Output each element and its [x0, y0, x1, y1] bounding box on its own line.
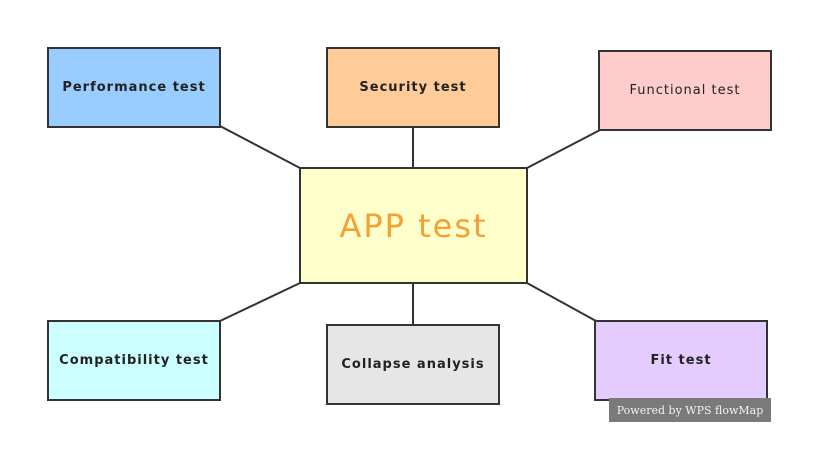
- node-collapse-analysis[interactable]: Collapse analysis: [326, 324, 500, 405]
- node-functional-test[interactable]: Functional test: [598, 50, 772, 131]
- node-app-test-label: APP test: [339, 206, 488, 245]
- powered-by-watermark: Powered by WPS flowMap: [609, 398, 771, 422]
- link-performance: [219, 125, 301, 169]
- node-security-test-label: Security test: [359, 80, 467, 95]
- watermark-text: Powered by WPS flowMap: [616, 403, 764, 417]
- node-fit-test-label: Fit test: [650, 353, 712, 368]
- node-functional-test-label: Functional test: [629, 83, 741, 98]
- node-fit-test[interactable]: Fit test: [594, 320, 768, 401]
- node-compatibility-test[interactable]: Compatibility test: [47, 320, 221, 401]
- node-compatibility-test-label: Compatibility test: [59, 353, 209, 368]
- node-app-test[interactable]: APP test: [299, 167, 528, 284]
- link-fit: [526, 282, 597, 322]
- link-compatibility: [219, 282, 301, 322]
- node-performance-test-label: Performance test: [62, 80, 206, 95]
- node-collapse-analysis-label: Collapse analysis: [341, 357, 485, 372]
- node-security-test[interactable]: Security test: [326, 47, 500, 128]
- node-performance-test[interactable]: Performance test: [47, 47, 221, 128]
- link-functional: [526, 129, 601, 169]
